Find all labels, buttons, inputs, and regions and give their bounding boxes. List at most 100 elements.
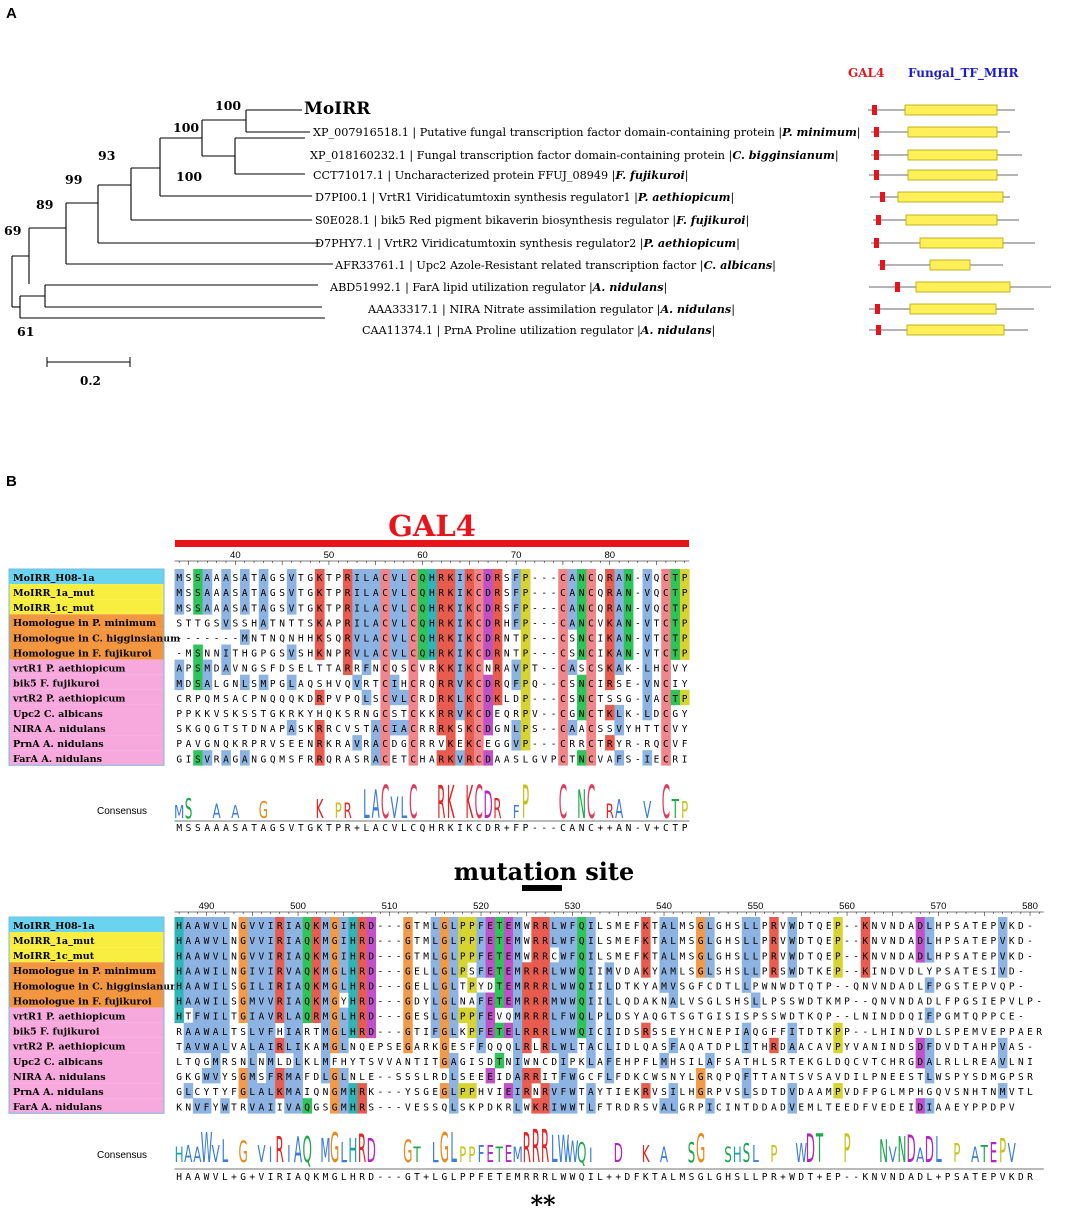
residue-letter: D bbox=[368, 966, 374, 977]
residue-letter: N bbox=[890, 951, 896, 962]
residue-letter: - bbox=[532, 588, 538, 599]
residue-cell bbox=[389, 720, 400, 736]
residue-cell bbox=[787, 917, 797, 933]
residue-cell bbox=[183, 962, 194, 978]
residue-cell bbox=[549, 1083, 560, 1099]
residue-letter: S bbox=[689, 966, 695, 977]
residue-letter: - bbox=[541, 724, 547, 735]
residue-letter: L bbox=[551, 921, 557, 932]
residue-letter: I bbox=[268, 966, 274, 977]
residue-letter: E bbox=[844, 1102, 850, 1113]
residue-letter: - bbox=[378, 1012, 384, 1023]
residue-letter: L bbox=[597, 936, 603, 947]
residue-letter: N bbox=[626, 588, 632, 599]
residue-letter: G bbox=[405, 997, 411, 1008]
residue-letter: D bbox=[716, 982, 722, 993]
residue-cell bbox=[661, 750, 671, 766]
residue-letter: D bbox=[654, 709, 660, 720]
residue-letter: I bbox=[542, 1072, 548, 1083]
residue-letter: V bbox=[513, 739, 519, 750]
logo-letter: A bbox=[193, 1144, 201, 1169]
residue-cell bbox=[503, 1022, 514, 1039]
residue-letter: W bbox=[561, 921, 567, 932]
residue-letter: W bbox=[204, 982, 210, 993]
residue-letter: I bbox=[1027, 1057, 1033, 1068]
residue-letter: S bbox=[945, 1027, 951, 1038]
residue-letter: L bbox=[753, 997, 759, 1008]
residue-letter: D bbox=[844, 1072, 850, 1083]
residue-cell bbox=[258, 614, 269, 630]
residue-letter: M bbox=[679, 921, 685, 932]
residue-letter: S bbox=[945, 1072, 951, 1083]
residue-letter: - bbox=[853, 966, 859, 977]
residue-cell bbox=[474, 674, 484, 691]
residue-letter: R bbox=[429, 724, 435, 735]
residue-letter: K bbox=[1009, 936, 1015, 947]
residue-cell bbox=[201, 947, 212, 963]
residue-letter: H bbox=[350, 1087, 356, 1098]
residue-letter: L bbox=[364, 588, 370, 599]
residue-cell bbox=[474, 720, 484, 736]
residue-letter: S bbox=[798, 1072, 804, 1083]
residue-letter: W bbox=[936, 1072, 942, 1083]
residue-cell bbox=[520, 629, 531, 645]
residue-letter: V bbox=[378, 1057, 384, 1068]
residue-letter: F bbox=[570, 921, 576, 932]
residue-letter: A bbox=[1018, 1027, 1024, 1038]
logo-letter: T bbox=[495, 1144, 503, 1169]
residue-cell bbox=[311, 947, 322, 963]
logo-letter: W bbox=[567, 1136, 579, 1170]
residue-letter: R bbox=[771, 936, 777, 947]
residue-cell bbox=[266, 977, 276, 993]
ruler-number: 530 bbox=[565, 901, 581, 912]
residue-cell bbox=[750, 917, 761, 933]
residue-letter: P bbox=[936, 982, 942, 993]
residue-letter: T bbox=[672, 588, 678, 599]
residue-cell bbox=[366, 932, 377, 948]
residue-cell bbox=[339, 962, 349, 978]
residue-letter: G bbox=[332, 921, 338, 932]
residue-cell bbox=[361, 629, 372, 645]
residue-cell bbox=[247, 992, 258, 1008]
residue-letter: Q bbox=[496, 1042, 502, 1053]
residue-letter: E bbox=[506, 1027, 512, 1038]
residue-letter: C bbox=[560, 664, 566, 675]
residue-cell bbox=[567, 947, 578, 963]
residue-letter: T bbox=[326, 603, 332, 614]
residue-letter: K bbox=[466, 694, 472, 705]
residue-letter: I bbox=[682, 754, 688, 765]
residue-letter: N bbox=[670, 1072, 676, 1083]
residue-letter: L bbox=[323, 1072, 329, 1083]
residue-letter: H bbox=[242, 649, 248, 660]
residue-cell bbox=[567, 720, 578, 736]
residue-letter: A bbox=[185, 966, 191, 977]
taxon-label: AAA33317.1 | NIRA Nitrate assimilation r… bbox=[367, 302, 735, 316]
residue-cell bbox=[696, 962, 706, 978]
residue-cell bbox=[293, 947, 303, 963]
residue-letter: N bbox=[890, 1042, 896, 1053]
residue-cell bbox=[352, 735, 362, 751]
residue-letter: P bbox=[251, 739, 257, 750]
residue-cell bbox=[455, 584, 465, 600]
residue-letter: R bbox=[607, 573, 613, 584]
residue-cell bbox=[576, 689, 587, 706]
residue-cell bbox=[522, 1007, 532, 1023]
residue-letter: Q bbox=[652, 1012, 658, 1023]
residue-letter: G bbox=[442, 1012, 448, 1023]
residue-letter: T bbox=[771, 1087, 777, 1098]
residue-cell bbox=[670, 569, 681, 585]
residue-letter: S bbox=[954, 982, 960, 993]
residue-cell bbox=[183, 977, 194, 993]
residue-letter: I bbox=[725, 1102, 731, 1113]
residue-cell bbox=[492, 614, 503, 630]
residue-letter: S bbox=[504, 573, 510, 584]
residue-letter: - bbox=[378, 936, 384, 947]
residue-letter: V bbox=[392, 573, 398, 584]
residue-letter: D bbox=[279, 664, 285, 675]
residue-letter: L bbox=[222, 936, 228, 947]
residue-letter: Q bbox=[420, 573, 426, 584]
residue-letter: - bbox=[551, 664, 557, 675]
residue-letter: L bbox=[222, 951, 228, 962]
sequence-label: Homologue in F. fujikuroi bbox=[13, 648, 152, 659]
residue-letter: P bbox=[335, 618, 341, 629]
